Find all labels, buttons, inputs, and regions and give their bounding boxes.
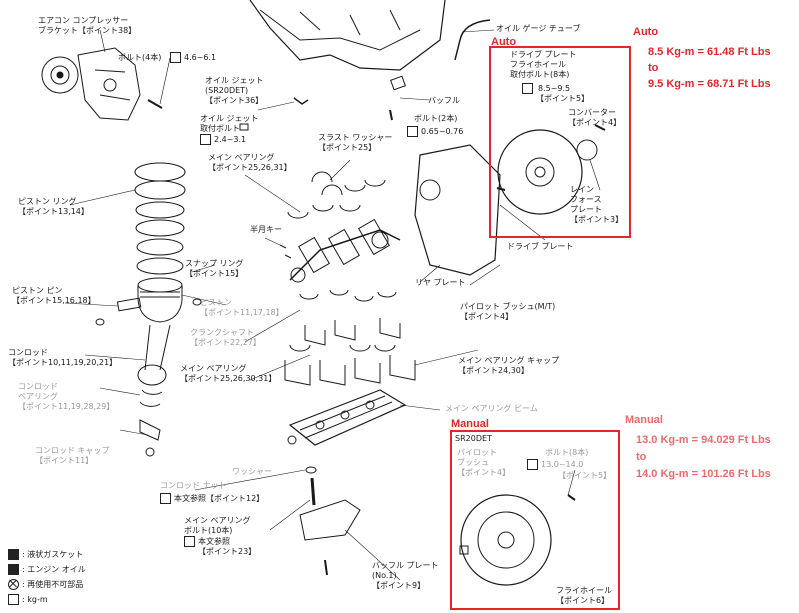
flywheel-label: フライホイール 【ポイント6】: [556, 586, 612, 605]
bolt-2-label: ボルト(2本): [414, 114, 458, 123]
manual-pilot-bush-label: パイロット ブッシュ 【ポイント4】: [457, 448, 511, 477]
engine-oil-icon: [8, 564, 19, 575]
manual-title: Manual: [625, 414, 663, 426]
bolt-4-label: ボルト(4本): [118, 53, 162, 62]
manual-point5: 【ポイント5】: [558, 471, 612, 480]
oil-jet-bolt-torque: 2.4~3.1: [214, 135, 247, 144]
auto-box-tag: Auto: [491, 36, 517, 48]
main-bearing-bolt-label: メイン ベアリング ボルト(10本): [184, 516, 251, 535]
crankshaft-label: クランクシャフト 【ポイント22,27】: [190, 328, 261, 347]
manual-torque-line3: 14.0 Kg-m = 101.26 Ft Lbs: [636, 468, 771, 480]
washer-label: ワッシャー: [232, 467, 272, 476]
conrod-bearing-label: コンロッド ベアリング 【ポイント11,19,28,29】: [18, 382, 115, 411]
rear-plate-label: リヤ プレート: [415, 278, 466, 287]
torque-icon: [407, 126, 421, 137]
conrod-label: コンロッド 【ポイント10,11,19,20,21】: [8, 348, 118, 367]
non-reusable-icon: [8, 579, 19, 590]
auto-torque-line3: 9.5 Kg-m = 68.71 Ft Lbs: [648, 78, 771, 90]
manual-bolt8-label: ボルト(8本): [545, 448, 589, 457]
auto-torque-line1: 8.5 Kg-m = 61.48 Ft Lbs: [648, 46, 771, 58]
torque-icon: [170, 52, 184, 63]
manual-box-tag: Manual: [451, 418, 489, 430]
main-bearing-cap-label: メイン ベアリング キャップ 【ポイント24,30】: [458, 356, 560, 375]
auto-drive-plate-header: ドライブ プレート フライホイール 取付ボルト(8本): [510, 50, 577, 79]
main-bearing-bolt-ref: 本文参照 【ポイント23】: [198, 537, 257, 556]
legend-torque: : kg-m: [8, 594, 48, 605]
baffle-label: バッフル: [428, 96, 460, 105]
reinforce-plate-label: レイン フォース プレート 【ポイント3】: [570, 185, 624, 224]
oil-jet-bolt-label: オイル ジェット 取付ボルト: [200, 114, 259, 133]
auto-torque-line2: to: [648, 62, 659, 74]
torque-icon: [184, 536, 198, 547]
manual-engine-label: SR20DET: [455, 434, 492, 443]
manual-torque-line1: 13.0 Kg-m = 94.029 Ft Lbs: [636, 434, 771, 446]
piston-ring-label: ピストン リング 【ポイント13,14】: [18, 197, 89, 216]
auto-point5: 【ポイント5】: [536, 94, 590, 103]
main-bearing-upper-label: メイン ベアリング 【ポイント25,26,31】: [208, 153, 292, 172]
main-bearing-lower-label: メイン ベアリング 【ポイント25,26,30,31】: [180, 364, 277, 383]
manual-torque: 13.0~14.0: [541, 460, 584, 469]
auto-title: Auto: [633, 26, 659, 38]
legend-non-reusable: : 再使用不可部品: [8, 579, 83, 590]
legend-engine-oil: : エンジン オイル: [8, 564, 86, 575]
auto-highlight-box: [489, 46, 631, 238]
bolt-4-torque: 4.6~6.1: [184, 53, 217, 62]
converter-label: コンバーター 【ポイント4】: [568, 108, 622, 127]
oil-jet-label: オイル ジェット (SR20DET) 【ポイント36】: [205, 76, 264, 105]
torque-icon: [8, 594, 19, 605]
conrod-nut-label: コンロッド ナット: [160, 481, 227, 490]
compressor-bracket-label: エアコン コンプレッサー ブラケット【ポイント38】: [38, 16, 137, 35]
conrod-nut-ref: 本文参照【ポイント12】: [174, 494, 265, 503]
half-moon-key-label: 半月キー: [250, 225, 282, 234]
torque-icon: [160, 493, 174, 504]
piston-label: ピストン 【ポイント11,17,18】: [200, 298, 284, 317]
snap-ring-label: スナップ リング 【ポイント15】: [185, 259, 244, 278]
main-bearing-beam-label: メイン ベアリング ビーム: [445, 404, 538, 413]
oil-gauge-tube-label: オイル ゲージ チューブ: [496, 24, 581, 33]
thrust-washer-label: スラスト ワッシャー 【ポイント25】: [318, 133, 393, 152]
manual-torque-line2: to: [636, 451, 647, 463]
manual-highlight-box: [450, 430, 620, 610]
legend-liquid-gasket: : 液状ガスケット: [8, 549, 83, 560]
torque-icon: [527, 459, 541, 470]
auto-torque: 8.5~9.5: [538, 84, 571, 93]
bolt-2-torque: 0.65~0.76: [421, 127, 464, 136]
conrod-cap-label: コンロッド キャップ 【ポイント11】: [35, 446, 110, 465]
piston-pin-label: ピストン ピン 【ポイント15,16,18】: [12, 286, 96, 305]
pilot-bush-mt-label: パイロット ブッシュ(M/T) 【ポイント4】: [460, 302, 556, 321]
baffle-plate-label: バッフル プレート (No.1) 【ポイント9】: [372, 561, 439, 590]
liquid-gasket-icon: [8, 549, 19, 560]
drive-plate-label: ドライブ プレート: [507, 242, 574, 251]
torque-icon: [522, 83, 536, 94]
torque-icon: [200, 134, 214, 145]
